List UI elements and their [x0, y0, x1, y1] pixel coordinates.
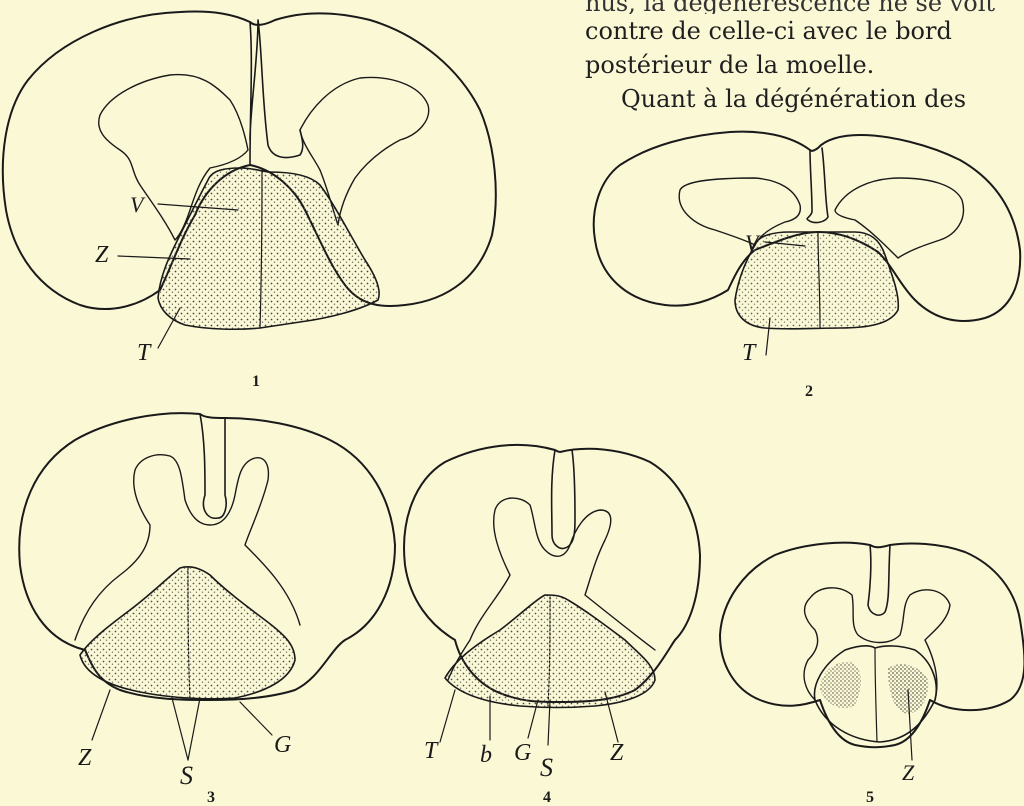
- label-fig4-g: G: [514, 740, 531, 766]
- label-fig4-b: b: [480, 742, 492, 768]
- figure-1: [3, 12, 496, 348]
- label-fig3-g: G: [274, 732, 291, 758]
- label-fig4-t: T: [424, 738, 439, 764]
- label-fig5-z: Z: [902, 760, 915, 785]
- label-fig4-s: S: [540, 753, 553, 782]
- figure-5: [720, 543, 1024, 760]
- figure-number-4: 4: [543, 789, 551, 806]
- label-fig3-s: S: [180, 761, 193, 790]
- label-fig3-z: Z: [78, 745, 92, 771]
- figure-2-posterior-columns: [735, 232, 898, 329]
- figure-5-fissure: [868, 545, 890, 615]
- label-fig4-z: Z: [610, 740, 624, 766]
- figure-4: [404, 445, 700, 745]
- figure-1-posterior-columns: [158, 168, 379, 329]
- figure-5-outline: [720, 543, 1024, 748]
- figure-3-pointer-s2: [188, 698, 200, 760]
- figure-3-pointer-g: [240, 702, 272, 735]
- figure-2: [594, 132, 1020, 355]
- figure-number-5: 5: [866, 789, 874, 806]
- figure-numbers: 1 2 3 4 5: [207, 373, 874, 806]
- figure-number-1: 1: [252, 373, 260, 390]
- figure-3: [19, 413, 395, 760]
- figure-2-fissure: [807, 148, 828, 223]
- figure-number-2: 2: [805, 383, 813, 400]
- figure-3-fissure: [200, 414, 226, 518]
- figure-1-fissure: [250, 20, 303, 165]
- figure-number-3: 3: [207, 789, 215, 806]
- figure-4-pointer-t: [440, 690, 455, 742]
- figure-4-fissure: [552, 450, 575, 548]
- figure-3-posterior-columns: [80, 567, 295, 699]
- figure-5-degeneration-left: [820, 662, 861, 708]
- label-fig1-z: Z: [95, 242, 109, 268]
- label-fig1-t: T: [137, 340, 152, 366]
- figure-3-pointer-z: [92, 690, 110, 740]
- figure-5-degeneration-right: [888, 664, 928, 714]
- label-fig2-t: T: [742, 340, 757, 366]
- figure-3-pointer-s1: [172, 698, 188, 760]
- label-fig1-v: V: [130, 192, 146, 217]
- figure-5-median-septum: [875, 648, 877, 742]
